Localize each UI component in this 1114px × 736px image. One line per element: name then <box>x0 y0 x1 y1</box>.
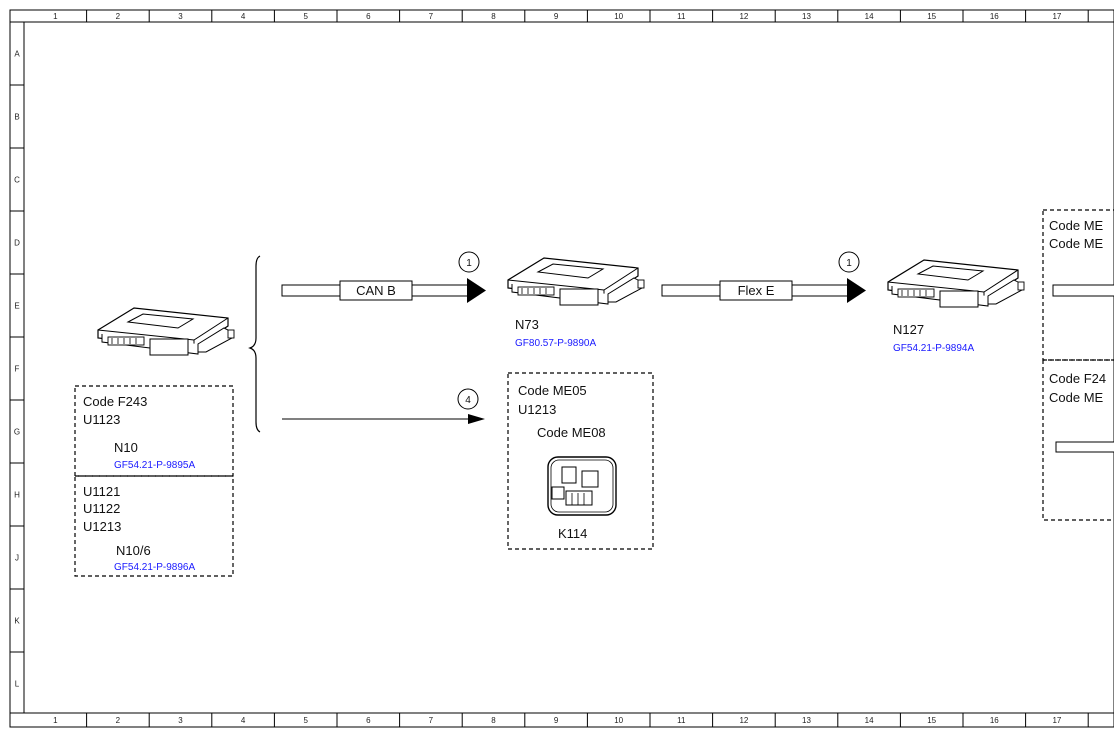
relay-icon[interactable] <box>547 456 617 516</box>
grid-col-label: 17 <box>1052 716 1061 725</box>
grid-row-label: J <box>15 554 19 563</box>
grid-col-label: 2 <box>116 716 121 725</box>
grid-col-label: 7 <box>429 716 434 725</box>
grid-col-label: 10 <box>614 12 623 21</box>
k114-name-label: K114 <box>558 526 587 541</box>
grid-col-label: 6 <box>366 12 371 21</box>
right-top-code-1: Code ME <box>1049 218 1104 233</box>
n10-6-name-label: N10/6 <box>116 543 151 558</box>
k114-code-1: Code ME05 <box>518 383 587 398</box>
grid-col-label: 14 <box>865 716 874 725</box>
k114-code-2: Code ME08 <box>537 425 606 440</box>
grid-col-label: 9 <box>554 12 559 21</box>
lower-signal-marker-circle <box>457 388 479 410</box>
n73-reference-link[interactable]: GF80.57-P-9890A <box>515 338 596 349</box>
flex-e-arrow-icon <box>847 278 866 303</box>
grid-col-label: 11 <box>677 716 686 725</box>
n127-reference-link[interactable]: GF54.21-P-9894A <box>893 343 974 354</box>
right-group-box-bottom <box>1042 359 1114 521</box>
grid-row-label: G <box>14 428 20 437</box>
n10-name-label: N10 <box>114 440 138 455</box>
n10-6-group-box <box>74 475 234 577</box>
n10-reference-link[interactable]: GF54.21-P-9895A <box>114 460 195 471</box>
grid-col-label: 17 <box>1052 12 1061 21</box>
n10-code-label: Code F243 <box>83 394 147 409</box>
grid-col-label: 8 <box>491 716 496 725</box>
outer-border <box>9 9 1114 728</box>
n10-variant-label: U1123 <box>83 412 120 427</box>
flex-e-marker-number: 1 <box>846 258 852 269</box>
n10-group-box <box>74 385 234 477</box>
n73-module-icon[interactable] <box>507 257 645 306</box>
grid-row-label: A <box>14 50 20 59</box>
grid-row-label: L <box>15 680 20 689</box>
grid-col-label: 6 <box>366 716 371 725</box>
grid-col-label: 5 <box>303 716 308 725</box>
grid-col-label: 11 <box>677 12 686 21</box>
right-bottom-code-2: Code ME <box>1049 390 1104 405</box>
grid-col-label: 12 <box>739 716 748 725</box>
n10-6-variant-2: U1122 <box>83 501 120 516</box>
grid-col-label: 13 <box>802 12 811 21</box>
grid-col-label: 15 <box>927 716 936 725</box>
flex-e-label-box <box>719 280 793 301</box>
grid-row-label: D <box>14 239 20 248</box>
grid-col-label: 4 <box>241 716 246 725</box>
grid-row-label: E <box>14 302 19 311</box>
grid-col-label: 13 <box>802 716 811 725</box>
flex-e-label: Flex E <box>738 283 775 298</box>
grid-col-label: 16 <box>990 12 999 21</box>
grid-col-label: 3 <box>178 716 183 725</box>
grid-col-label: 12 <box>739 12 748 21</box>
right-top-code-2: Code ME <box>1049 236 1104 251</box>
can-b-label-box <box>339 280 413 301</box>
right-top-bus-line[interactable] <box>1052 284 1114 297</box>
n10-6-variant-1: U1121 <box>83 484 120 499</box>
grid-col-label: 7 <box>429 12 434 21</box>
row-ruler-left: A B C D E F G H J K L <box>10 50 24 689</box>
grid-row-label: H <box>14 491 20 500</box>
bus-brace <box>248 255 261 433</box>
n127-module-icon[interactable] <box>887 259 1025 308</box>
n10-6-reference-link[interactable]: GF54.21-P-9896A <box>114 562 195 573</box>
can-b-label: CAN B <box>356 283 396 298</box>
grid-row-label: K <box>14 617 20 626</box>
n10-module-icon[interactable] <box>97 307 235 356</box>
grid-col-label: 1 <box>53 12 58 21</box>
grid-row-label: B <box>14 113 19 122</box>
grid-row-label: C <box>14 176 20 185</box>
n10-6-variant-3: U1213 <box>83 519 121 534</box>
k114-variant-label: U1213 <box>518 402 556 417</box>
n127-name-label: N127 <box>893 322 924 337</box>
k114-group-box <box>507 372 654 550</box>
grid-col-label: 15 <box>927 12 936 21</box>
right-bottom-code-1: Code F24 <box>1049 371 1106 386</box>
grid-col-label: 10 <box>614 716 623 725</box>
n73-name-label: N73 <box>515 317 539 332</box>
grid-col-label: 4 <box>241 12 246 21</box>
right-bottom-bus-line[interactable] <box>1055 441 1114 453</box>
lower-signal-marker-number: 4 <box>465 395 471 406</box>
lower-signal-arrow-icon <box>468 414 485 424</box>
grid-col-label: 1 <box>53 716 58 725</box>
right-group-box-top <box>1042 209 1114 361</box>
grid-col-label: 2 <box>116 12 121 21</box>
grid-col-label: 9 <box>554 716 559 725</box>
grid-col-label: 16 <box>990 716 999 725</box>
can-b-marker-circle <box>458 251 480 273</box>
grid-row-label: F <box>15 365 20 374</box>
grid-col-label: 8 <box>491 12 496 21</box>
grid-col-label: 3 <box>178 12 183 21</box>
flex-e-marker-circle <box>838 251 860 273</box>
grid-col-label: 5 <box>303 12 308 21</box>
grid-col-label: 14 <box>865 12 874 21</box>
can-b-marker-number: 1 <box>466 258 472 269</box>
can-b-arrow-icon <box>467 278 486 303</box>
